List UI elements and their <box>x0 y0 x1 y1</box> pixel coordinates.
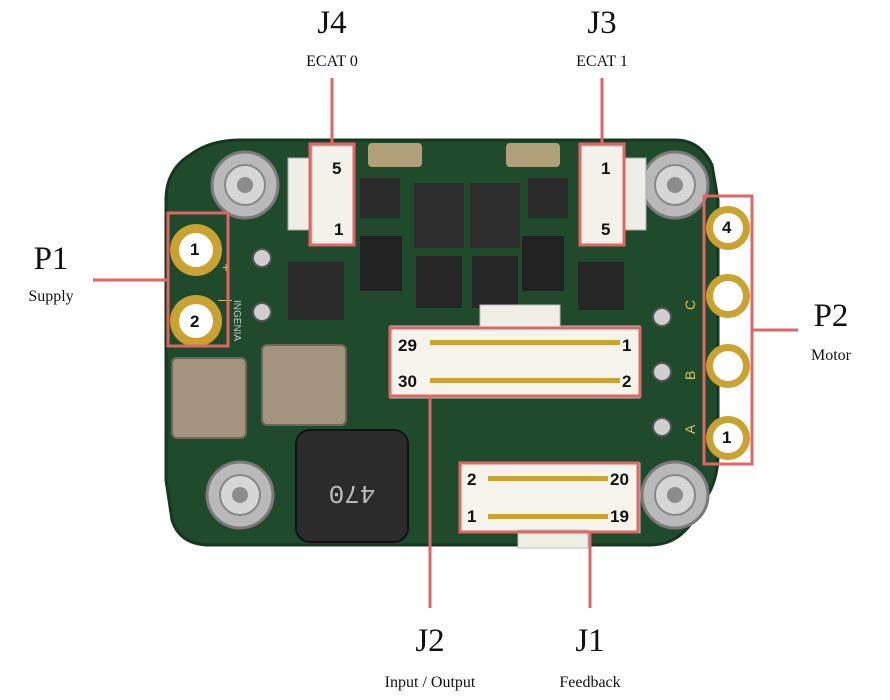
p1-pin-2: 2 <box>190 312 200 331</box>
j3-name: J3 <box>587 5 617 41</box>
screw-bottom-left <box>205 460 275 530</box>
silk-phase-c: C <box>682 300 698 310</box>
screw-top-left <box>210 150 280 220</box>
test-point-2 <box>252 302 272 322</box>
silk-minus: — <box>218 291 232 307</box>
j4-name: J4 <box>317 5 347 41</box>
p2-pads <box>706 206 750 460</box>
p2-label: Motor <box>811 347 851 364</box>
p2-pin-1: 1 <box>722 428 732 447</box>
j2-latch <box>479 304 561 328</box>
silk-phase-b: B <box>682 371 698 380</box>
j1-latch <box>517 529 589 549</box>
test-point-1 <box>252 248 272 268</box>
p1-pads <box>170 224 222 347</box>
p1-pin-1: 1 <box>190 240 200 259</box>
j4-body <box>311 145 355 245</box>
j1-body <box>459 462 641 534</box>
screw-bottom-right <box>640 460 710 530</box>
j1-pin-2: 2 <box>467 470 477 489</box>
j2-pin-1: 1 <box>622 336 632 355</box>
j1-pin-20: 20 <box>610 470 629 489</box>
j2-body <box>389 325 641 399</box>
mosfet <box>288 262 344 320</box>
ic-4 <box>522 236 564 291</box>
test-point-5 <box>652 417 672 437</box>
p2-name: P2 <box>813 298 849 334</box>
smd-cap-2 <box>506 143 560 167</box>
ic-5 <box>416 256 462 308</box>
j1-name: J1 <box>575 623 605 659</box>
silk-phase-a: A <box>682 424 698 434</box>
j4-pin-top: 5 <box>332 159 342 178</box>
screw-top-right <box>640 150 710 220</box>
test-point-4 <box>652 362 672 382</box>
ic-7 <box>578 262 624 310</box>
j2-pin-30: 30 <box>398 372 417 391</box>
j4-label: ECAT 0 <box>306 53 358 70</box>
ic-1 <box>360 236 402 291</box>
inductor <box>295 429 409 543</box>
silk-brand: INGENIA <box>231 300 242 341</box>
inductor-marking: 470 <box>329 478 376 508</box>
smd-cap-1 <box>368 143 422 167</box>
ic-small-1 <box>360 178 400 218</box>
j1-label: Feedback <box>559 674 621 691</box>
j3-pin-bottom: 5 <box>601 220 611 239</box>
silk-plus: + <box>222 259 230 275</box>
ic-2 <box>414 183 464 248</box>
j2-pins <box>430 340 620 383</box>
j2-callout-box <box>388 326 642 398</box>
j2-pin-29: 29 <box>398 336 417 355</box>
j2-name: J2 <box>415 623 445 659</box>
j3-label: ECAT 1 <box>576 53 628 70</box>
test-point-3 <box>652 307 672 327</box>
j2-label: Input / Output <box>384 674 476 691</box>
ic-small-2 <box>528 178 568 218</box>
j1-pin-1: 1 <box>467 507 477 526</box>
j4-pin-bottom: 1 <box>334 220 344 239</box>
ic-3 <box>470 183 520 248</box>
p2-pin-4: 4 <box>722 218 732 237</box>
j2-pin-2: 2 <box>622 372 632 391</box>
j3-pin-top: 1 <box>601 159 611 178</box>
j1-callout-box <box>458 461 640 534</box>
ic-6 <box>472 256 518 308</box>
p1-name: P1 <box>33 241 69 277</box>
p1-label: Supply <box>28 288 74 305</box>
capacitor-left <box>171 357 247 439</box>
j1-pin-19: 19 <box>610 507 629 526</box>
capacitor-mid <box>261 344 347 426</box>
j1-pins <box>488 476 608 519</box>
